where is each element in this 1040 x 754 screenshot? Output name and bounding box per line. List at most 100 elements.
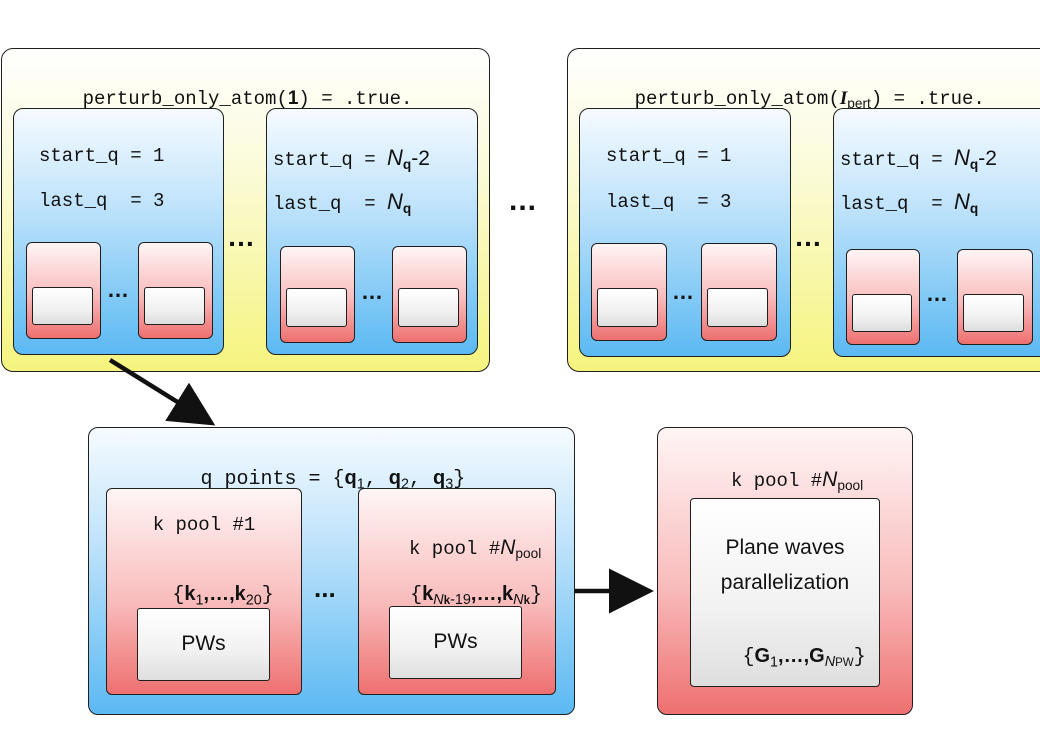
k-symbol: k xyxy=(184,583,196,605)
n-sub: PW xyxy=(835,657,854,670)
q-symbol: q xyxy=(388,467,401,489)
n-sub: q xyxy=(969,157,979,173)
k-pool-1-title: k pool #1 xyxy=(152,514,256,536)
ellipsis: … xyxy=(361,279,383,304)
k-symbol: k xyxy=(502,583,514,605)
start-q-label: start_q = xyxy=(273,149,388,171)
header-suffix: ) = .true. xyxy=(870,88,985,110)
n-var: N xyxy=(822,468,838,491)
k-pool-box xyxy=(392,246,467,343)
k-pool-box xyxy=(957,249,1033,345)
k-pool-n-title: k pool #Npool xyxy=(359,514,555,582)
q-symbol: q xyxy=(344,467,357,489)
n-sub: k xyxy=(523,595,530,608)
n-var: N xyxy=(387,145,403,170)
start-q-tail: -2 xyxy=(978,147,997,170)
pw-box xyxy=(32,287,93,325)
start-q-value: 1 xyxy=(720,145,732,167)
pws-box: PWs xyxy=(389,606,522,679)
ellipsis: … xyxy=(227,221,255,252)
start-q-line: start_q = Nq-2 xyxy=(273,145,430,171)
last-q-label: last_q = xyxy=(606,191,721,213)
atom-box-2-header: perturb_only_atom(Ipert) = .true. xyxy=(589,66,985,132)
q-group-3: start_q = 1 last_q = 3 … xyxy=(579,108,791,357)
last-q-label: last_q = xyxy=(840,193,955,215)
k-pool-n-range: {kNk-19,…,kNk} xyxy=(410,583,542,609)
k-pool-1-range: {k1,…,k20} xyxy=(172,583,274,609)
ellipsis: … xyxy=(794,221,822,252)
g-symbol: G xyxy=(809,645,825,667)
ellipsis: … xyxy=(926,281,948,306)
k-pool-n: k pool #Npool {kNk-19,…,kNk} PWs xyxy=(358,488,556,695)
last-q-label: last_q = xyxy=(39,190,154,212)
q-points-block: q points = {q1, q2, q3} k pool #1 {k1,…,… xyxy=(88,427,575,715)
pws-label: PWs xyxy=(433,630,478,653)
last-q-line: last_q = Nq xyxy=(840,189,978,215)
g-symbol: G xyxy=(754,645,771,667)
last-q-value: 3 xyxy=(720,191,732,213)
n-var: N xyxy=(824,654,836,671)
k-symbol: k xyxy=(422,583,434,605)
k-pool-detail: k pool #Npool Plane waves parallelizatio… xyxy=(657,427,913,715)
title-prefix: k pool # xyxy=(730,470,823,492)
k-pool-box xyxy=(26,242,101,339)
q-points-title: q points = {q1, q2, q3} xyxy=(175,441,465,515)
n-var: N xyxy=(954,145,970,170)
q-symbol: q xyxy=(432,467,446,489)
n-sub: pool xyxy=(837,478,864,494)
pw-box xyxy=(963,294,1024,332)
start-q-label: start_q = xyxy=(606,145,721,167)
k-sub: 1 xyxy=(195,592,204,609)
plane-waves-line1: Plane waves xyxy=(725,536,845,559)
header-arg-sub: pert xyxy=(847,96,871,112)
ellipsis: … xyxy=(107,277,129,302)
q-group-4: start_q = Nq-2 last_q = Nq … xyxy=(833,108,1040,357)
pw-box xyxy=(852,294,912,332)
q-sub: 3 xyxy=(445,476,454,493)
g-range: {G1,…,GNPW} xyxy=(742,645,866,671)
pw-box xyxy=(286,288,347,327)
n-var: N xyxy=(513,592,524,609)
n-var: N xyxy=(954,189,970,214)
atom-box-1: perturb_only_atom(1) = .true. start_q = … xyxy=(1,48,490,372)
n-sub: pool xyxy=(515,546,542,562)
pw-box xyxy=(707,288,768,327)
title-prefix: k pool # xyxy=(409,538,501,560)
q-group-1: start_q = 1 last_q = 3 … xyxy=(13,108,224,355)
q-points-prefix: q points = { xyxy=(200,468,345,491)
header-prefix: perturb_only_atom( xyxy=(634,88,840,110)
n-sub: q xyxy=(969,201,979,217)
start-q-label: start_q = xyxy=(39,145,154,167)
n-var: N xyxy=(387,189,403,214)
range-separator: ,…, xyxy=(778,645,810,667)
header-arg: 1 xyxy=(287,88,299,109)
n-var: N xyxy=(433,592,444,609)
n-sub: q xyxy=(402,201,412,217)
pw-box xyxy=(597,288,658,327)
last-q-value: 3 xyxy=(153,190,165,212)
pws-box: PWs xyxy=(137,608,270,681)
k-sub: 20 xyxy=(245,592,262,609)
pw-box xyxy=(144,287,205,325)
k-pool-box xyxy=(701,243,777,341)
ellipsis: … xyxy=(672,279,694,304)
plane-waves-box: Plane waves parallelization {G1,…,GNPW} xyxy=(690,498,880,687)
g-sub: 1 xyxy=(770,654,779,671)
start-q-tail: -2 xyxy=(411,147,430,170)
range-separator: ,…, xyxy=(203,583,235,605)
k-pool-box xyxy=(846,249,920,345)
start-q-value: 1 xyxy=(153,145,165,167)
start-q-line: start_q = 1 xyxy=(606,145,731,167)
separator: , xyxy=(408,468,433,491)
pws-label: PWs xyxy=(181,632,226,655)
ellipsis: ... xyxy=(314,573,336,603)
header-suffix: ) = .true. xyxy=(298,88,413,110)
k-symbol: k xyxy=(234,583,246,605)
n-var: N xyxy=(500,536,516,559)
q-sub: 2 xyxy=(400,476,409,493)
last-q-label: last_q = xyxy=(273,193,388,215)
range-separator: ,…, xyxy=(470,583,503,605)
n-sub: q xyxy=(402,157,412,173)
k-pool-box xyxy=(138,242,213,339)
k-pool-detail-title: k pool #Npool xyxy=(658,446,912,514)
